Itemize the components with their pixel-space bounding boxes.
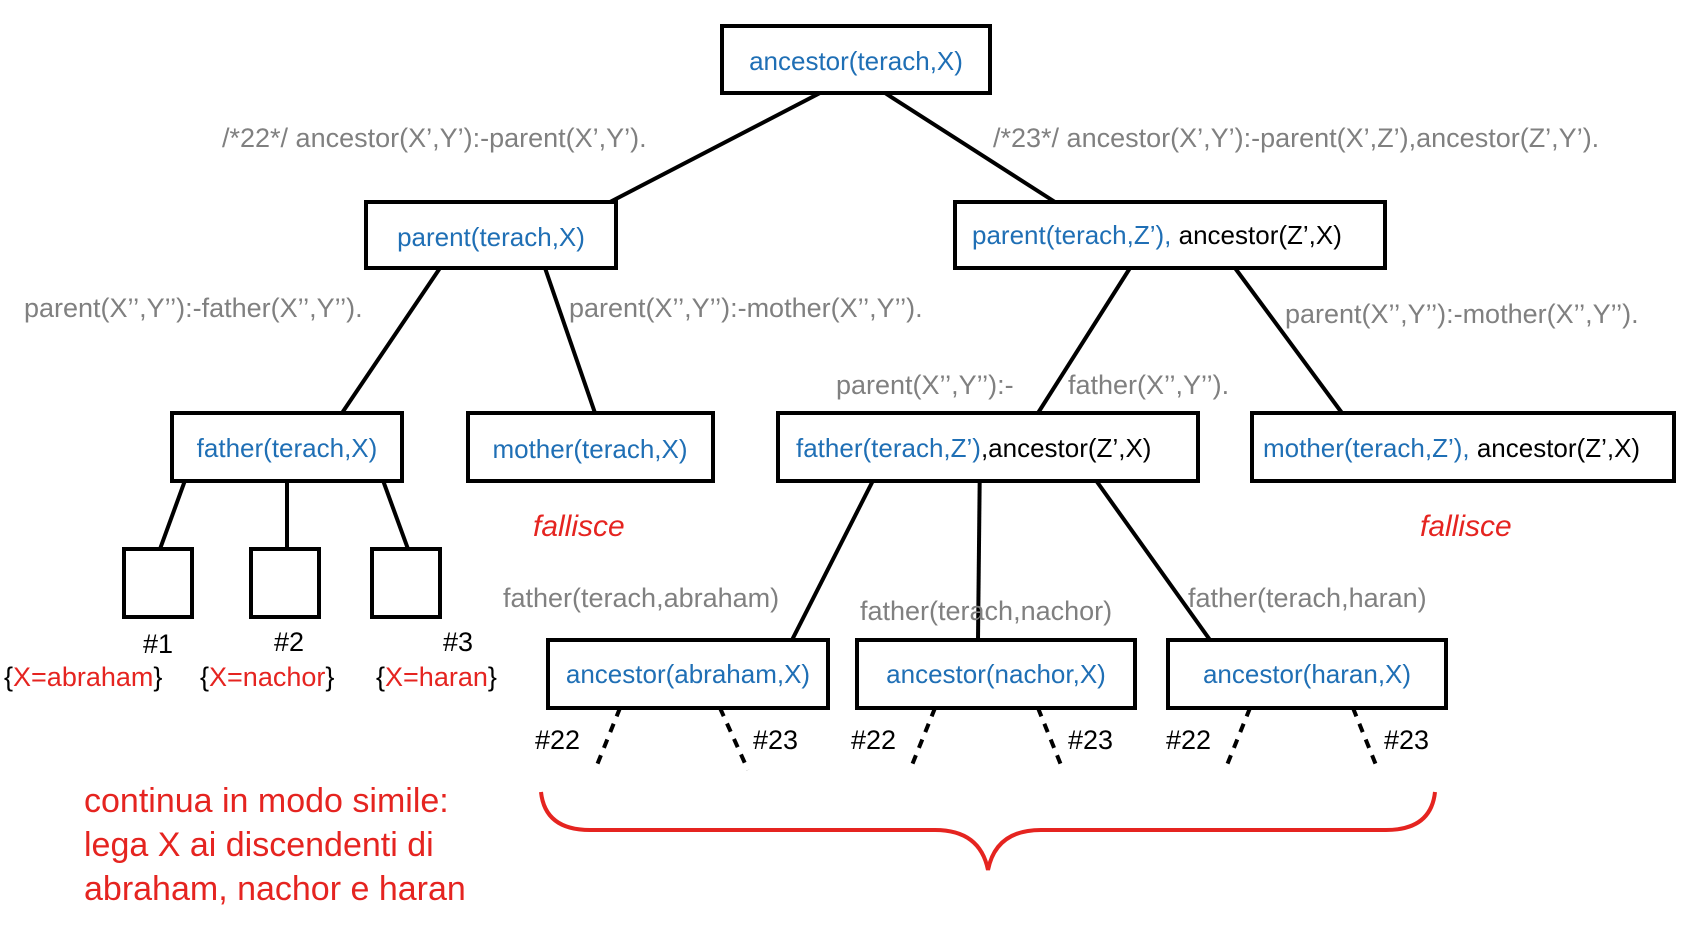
- result-labels: #1 #2 #3 {X=abraham} {X=nachor} {X=haran…: [4, 627, 497, 692]
- note-line-2: lega X ai discendenti di: [84, 826, 434, 864]
- ref-haran-23: #23: [1384, 725, 1429, 755]
- binding-3: X=haran: [385, 662, 488, 692]
- brace-open-3: {: [376, 662, 385, 692]
- node-mother-tz-label: mother(terach,Z’), ancestor(Z’,X): [1263, 433, 1640, 463]
- brace-close-1: }: [153, 662, 162, 692]
- ref-nachor-23: #23: [1068, 725, 1113, 755]
- node-anc-nachor-box: [855, 638, 1137, 710]
- node-anc-haran-label: ancestor(haran,X): [1203, 659, 1411, 689]
- parent-father-rule-left: parent(X’’,Y’’):-father(X’’,Y’’).: [24, 293, 363, 323]
- fact-haran-label: father(terach,haran): [1188, 583, 1427, 613]
- node-father-tz-goal: father(terach,Z’): [796, 433, 981, 463]
- fail-label-right: fallisce: [1420, 510, 1512, 543]
- ref-nachor-22: #22: [851, 725, 896, 755]
- dash-nachor-23: [1036, 707, 1065, 771]
- node-parent-tz-box: [953, 200, 1387, 270]
- continuation-curly-brace: [539, 791, 1437, 871]
- node-anc-nachor-label: ancestor(nachor,X): [886, 659, 1106, 689]
- fact-abraham-label: father(terach,abraham): [503, 583, 779, 613]
- result-box-3: [370, 547, 442, 619]
- continuation-note: continua in modo simile: lega X ai disce…: [84, 782, 466, 908]
- edge-root-parent: [609, 91, 821, 204]
- node-father-tz-label: father(terach,Z’),ancestor(Z’,X): [796, 433, 1151, 463]
- node-mother-tz-rest: ancestor(Z’,X): [1470, 433, 1641, 463]
- failure-labels: fallisce fallisce: [533, 510, 1512, 543]
- tree-nodes: [122, 24, 1676, 710]
- parent-mother-rule-left: parent(X’’,Y’’):-mother(X’’,Y’’).: [569, 293, 923, 323]
- brace-open-2: {: [200, 662, 209, 692]
- dash-abraham-22: [593, 707, 622, 771]
- node-parent-tz-label: parent(terach,Z’), ancestor(Z’,X): [972, 220, 1342, 250]
- edge-root-parent-ancestor: [883, 91, 1057, 204]
- result-num-1: #1: [143, 629, 173, 659]
- node-mother-tz-goal: mother(terach,Z’),: [1263, 433, 1470, 463]
- parent-father-rule-right-body: father(X’’,Y’’).: [1068, 370, 1229, 400]
- parent-mother-rule-right: parent(X’’,Y’’):-mother(X’’,Y’’).: [1285, 299, 1639, 329]
- result-box-2: [249, 547, 321, 619]
- dash-nachor-22: [908, 707, 937, 771]
- fail-label-left: fallisce: [533, 510, 625, 543]
- node-root-label: ancestor(terach,X): [749, 46, 963, 76]
- dash-haran-22: [1223, 707, 1252, 771]
- tree-edges: [158, 91, 1344, 642]
- rule-22-label: /*22*/ ancestor(X’,Y’):-parent(X’,Y’).: [222, 123, 647, 153]
- result-binding-3: {X=haran}: [376, 662, 497, 692]
- node-anc-haran-box: [1166, 638, 1448, 710]
- result-num-2: #2: [274, 627, 304, 657]
- node-parent-tz-goal: parent(terach,Z’),: [972, 220, 1171, 250]
- node-father-tx-label: father(terach,X): [197, 433, 378, 463]
- node-anc-abraham-label: ancestor(abraham,X): [566, 659, 810, 689]
- edge-labels: /*22*/ ancestor(X’,Y’):-parent(X’,Y’). /…: [24, 123, 1639, 626]
- node-parent-tz-rest: ancestor(Z’,X): [1171, 220, 1342, 250]
- edge-parent-mother: [543, 267, 597, 414]
- result-num-3: #3: [443, 627, 473, 657]
- node-root-box: [720, 24, 992, 95]
- dashed-continuations: [593, 707, 1380, 771]
- binding-2: X=nachor: [209, 662, 325, 692]
- ref-abraham-22: #22: [535, 725, 580, 755]
- note-line-3: abraham, nachor e haran: [84, 870, 466, 908]
- node-parent-tx-label: parent(terach,X): [397, 222, 585, 252]
- node-father-tz-box: [776, 411, 1200, 483]
- binding-1: X=abraham: [13, 662, 153, 692]
- rule-references: #22 #23 #22 #23 #22 #23: [535, 725, 1429, 755]
- edge-pz-fatherz: [1036, 266, 1132, 415]
- result-binding-2: {X=nachor}: [200, 662, 334, 692]
- edge-parent-father: [340, 266, 442, 415]
- dash-haran-23: [1351, 707, 1380, 771]
- node-mother-tz-box: [1250, 411, 1676, 483]
- parent-father-rule-right-head: parent(X’’,Y’’):-: [836, 370, 1014, 400]
- rule-23-label: /*23*/ ancestor(X’,Y’):-parent(X’,Z’),an…: [993, 123, 1599, 153]
- result-box-1: [122, 547, 194, 619]
- edge-pz-motherz: [1233, 266, 1344, 415]
- node-mother-tx-box: [466, 411, 715, 483]
- node-father-tz-rest: ,ancestor(Z’,X): [981, 433, 1152, 463]
- node-parent-tx-box: [364, 200, 618, 270]
- node-anc-abraham-box: [546, 638, 830, 710]
- brace-open-1: {: [4, 662, 13, 692]
- node-father-tx-box: [170, 411, 404, 483]
- result-binding-1: {X=abraham}: [4, 662, 162, 692]
- brace-close-2: }: [325, 662, 334, 692]
- note-line-1: continua in modo simile:: [84, 782, 449, 820]
- dash-abraham-23: [718, 707, 750, 771]
- node-labels: ancestor(terach,X) parent(terach,X) pare…: [197, 46, 1640, 689]
- fact-nachor-label: father(terach,nachor): [860, 596, 1112, 626]
- brace-close-3: }: [488, 662, 497, 692]
- ref-abraham-23: #23: [753, 725, 798, 755]
- ref-haran-22: #22: [1166, 725, 1211, 755]
- node-mother-tx-label: mother(terach,X): [492, 434, 687, 464]
